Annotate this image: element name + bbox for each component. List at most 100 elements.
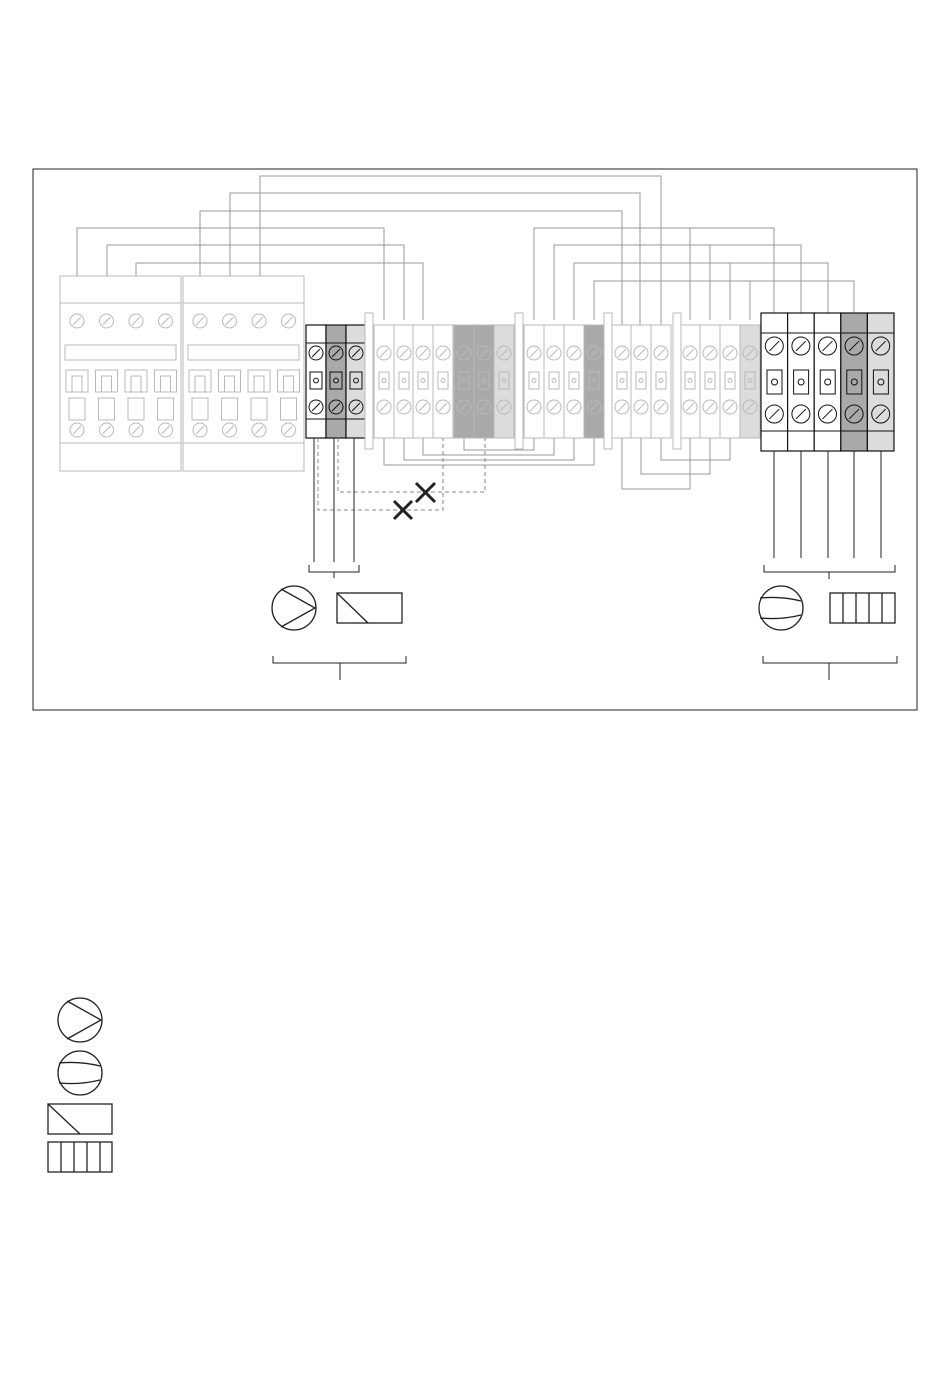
screw xyxy=(547,400,561,414)
clamp xyxy=(685,372,695,389)
end-plate xyxy=(365,313,373,449)
screw xyxy=(129,314,143,328)
screw xyxy=(349,346,363,360)
terminal xyxy=(374,325,394,438)
terminal xyxy=(454,325,474,438)
dashed-links xyxy=(318,438,485,519)
clamp xyxy=(379,372,389,389)
screw xyxy=(457,346,471,360)
legend-valve-icon xyxy=(48,1104,112,1134)
terminal xyxy=(306,325,326,438)
screw xyxy=(497,346,511,360)
wire xyxy=(260,176,661,325)
screw xyxy=(527,346,541,360)
terminal xyxy=(740,325,760,438)
bracket-right-large xyxy=(763,656,897,680)
screw xyxy=(845,405,863,423)
clamp xyxy=(310,372,322,389)
screw xyxy=(100,314,114,328)
terminal xyxy=(544,325,564,438)
wire xyxy=(384,438,594,465)
clamp xyxy=(847,370,862,394)
contactor xyxy=(183,276,304,471)
screw xyxy=(654,346,668,360)
terminal xyxy=(631,325,651,438)
screw xyxy=(792,337,810,355)
bracket-left-small xyxy=(309,565,359,578)
terminal xyxy=(584,325,604,438)
screw xyxy=(615,346,629,360)
screw xyxy=(436,346,450,360)
left-outputs xyxy=(272,438,406,680)
screw xyxy=(567,346,581,360)
screw xyxy=(457,400,471,414)
screw xyxy=(615,400,629,414)
screw xyxy=(416,400,430,414)
screw xyxy=(703,346,717,360)
screw xyxy=(309,346,323,360)
wire xyxy=(574,263,828,320)
screw xyxy=(477,346,491,360)
valve-icon xyxy=(337,593,402,623)
screw xyxy=(193,423,207,437)
screw xyxy=(100,423,114,437)
terminal xyxy=(564,325,584,438)
clamp xyxy=(529,372,539,389)
screw xyxy=(377,346,391,360)
end-plate xyxy=(673,313,681,449)
terminal xyxy=(494,325,514,438)
screw xyxy=(252,314,266,328)
wire xyxy=(534,228,774,320)
terminal-block-left xyxy=(306,325,366,438)
terminal xyxy=(394,325,414,438)
clamp xyxy=(438,372,448,389)
screw xyxy=(349,400,363,414)
screw xyxy=(193,314,207,328)
wire xyxy=(404,438,574,460)
screw xyxy=(397,346,411,360)
screw xyxy=(819,337,837,355)
screw xyxy=(547,346,561,360)
clamp xyxy=(589,372,599,389)
bracket-right-small xyxy=(764,565,895,579)
terminal xyxy=(612,325,632,438)
screw xyxy=(309,400,323,414)
legend-pump-icon xyxy=(58,998,102,1042)
clamp xyxy=(820,370,835,394)
screw xyxy=(159,423,173,437)
screw xyxy=(683,346,697,360)
screw xyxy=(223,314,237,328)
screw xyxy=(792,405,810,423)
screw xyxy=(527,400,541,414)
terminal xyxy=(413,325,433,438)
screw xyxy=(436,400,450,414)
screw xyxy=(329,346,343,360)
screw xyxy=(70,314,84,328)
clamp xyxy=(636,372,646,389)
clamp xyxy=(767,370,782,394)
clamp xyxy=(418,372,428,389)
terminal xyxy=(720,325,740,438)
screw xyxy=(567,400,581,414)
screw xyxy=(723,400,737,414)
terminal xyxy=(761,313,788,451)
clamp xyxy=(873,370,888,394)
screw xyxy=(70,423,84,437)
screw xyxy=(872,405,890,423)
terminal xyxy=(326,325,346,438)
screw xyxy=(282,314,296,328)
screw xyxy=(329,400,343,414)
clamp xyxy=(549,372,559,389)
screw xyxy=(743,400,757,414)
pump-alt-icon xyxy=(759,586,803,630)
terminal xyxy=(474,325,494,438)
wire xyxy=(661,438,730,460)
terminal xyxy=(524,325,544,438)
screw xyxy=(397,400,411,414)
bracket-left-large xyxy=(273,656,406,680)
screw xyxy=(129,423,143,437)
screw xyxy=(723,346,737,360)
clamp xyxy=(705,372,715,389)
screw xyxy=(743,346,757,360)
clamp xyxy=(656,372,666,389)
